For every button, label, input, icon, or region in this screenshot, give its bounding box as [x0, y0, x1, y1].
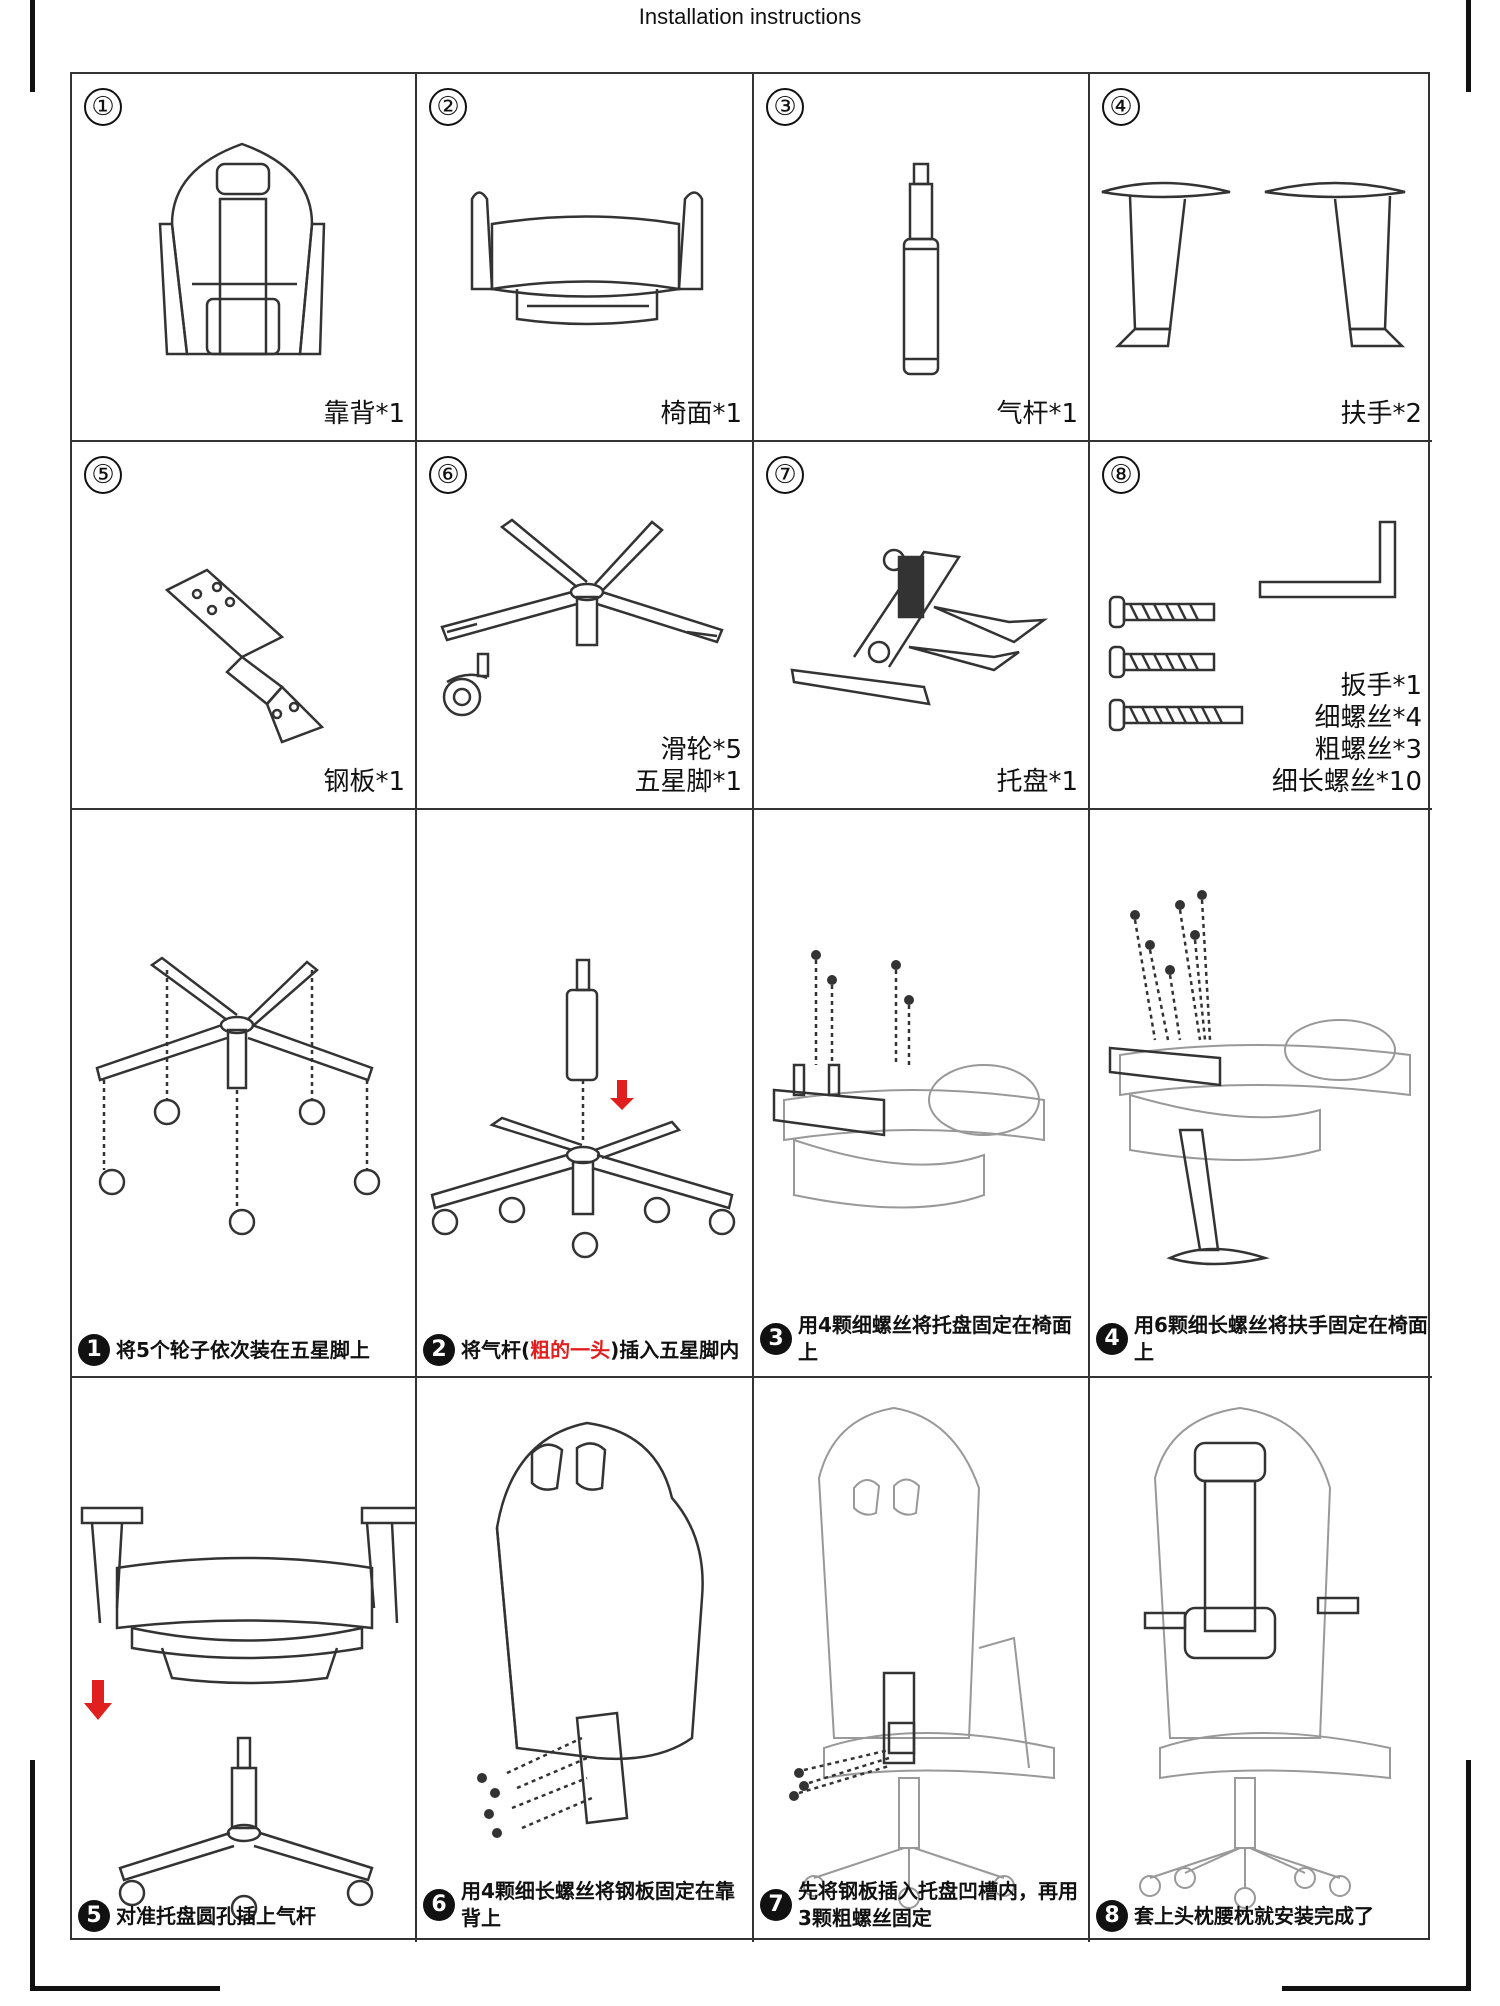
- step-3-illustration: [754, 810, 1090, 1378]
- part-label: 气杆*1: [996, 398, 1078, 430]
- step-text: 用4颗细长螺丝将钢板固定在靠背上: [461, 1878, 748, 1932]
- part-label: 托盘*1: [996, 766, 1078, 798]
- instruction-grid: ① 靠背*1 ② 椅面*1: [70, 72, 1430, 1940]
- part-label: 靠背*1: [323, 398, 405, 430]
- step-badge: 6: [423, 1889, 455, 1921]
- step-cell-6: 6 用4颗细长螺丝将钢板固定在靠背上: [417, 1378, 754, 1942]
- corner-bracket-bottom-right-h: [1282, 1986, 1471, 1991]
- step-text: 将气杆(粗的一头)插入五星脚内: [461, 1337, 739, 1364]
- step-caption: 8 套上头枕腰枕就安装完成了: [1096, 1900, 1428, 1932]
- step-text: 用6颗细长螺丝将扶手固定在椅面上: [1134, 1312, 1428, 1366]
- armrests-illustration: [1090, 74, 1432, 442]
- step-text: 先将钢板插入托盘凹槽内，再用3颗粗螺丝固定: [798, 1878, 1084, 1932]
- step-text: 对准托盘圆孔插上气杆: [116, 1903, 316, 1930]
- step-badge: 7: [760, 1889, 792, 1921]
- part-label: 扶手*2: [1340, 398, 1422, 430]
- step-caption: 1 将5个轮子依次装在五星脚上: [78, 1334, 411, 1366]
- step-badge: 2: [423, 1334, 455, 1366]
- part-cell-backrest: ① 靠背*1: [72, 74, 417, 442]
- step-5-illustration: [72, 1378, 417, 1942]
- steel-plate-illustration: [72, 442, 417, 810]
- red-arrow-icon: [84, 1680, 112, 1720]
- step-cell-1: 1 将5个轮子依次装在五星脚上: [72, 810, 417, 1378]
- step-caption: 6 用4颗细长螺丝将钢板固定在靠背上: [423, 1878, 748, 1932]
- part-label: 椅面*1: [660, 398, 742, 430]
- step-cell-5: 5 对准托盘圆孔插上气杆: [72, 1378, 417, 1942]
- step-badge: 5: [78, 1900, 110, 1932]
- step-7-illustration: [754, 1378, 1090, 1942]
- red-arrow-icon: [610, 1080, 634, 1110]
- part-cell-mechanism: ⑦ 托盘*1: [754, 442, 1090, 810]
- corner-bracket-bottom-left: [30, 1760, 35, 1990]
- step-cell-7: 7 先将钢板插入托盘凹槽内，再用3颗粗螺丝固定: [754, 1378, 1090, 1942]
- step-1-illustration: [72, 810, 417, 1378]
- step-8-illustration: [1090, 1378, 1432, 1942]
- corner-bracket-bottom-left-h: [30, 1986, 220, 1991]
- step-caption: 4 用6颗细长螺丝将扶手固定在椅面上: [1096, 1312, 1428, 1366]
- step-text: 套上头枕腰枕就安装完成了: [1134, 1903, 1374, 1930]
- step-4-illustration: [1090, 810, 1432, 1378]
- step-text: 将5个轮子依次装在五星脚上: [116, 1337, 370, 1364]
- step-caption: 2 将气杆(粗的一头)插入五星脚内: [423, 1334, 748, 1366]
- part-cell-gas-lift: ③ 气杆*1: [754, 74, 1090, 442]
- part-cell-seat: ② 椅面*1: [417, 74, 754, 442]
- step-cell-2: 2 将气杆(粗的一头)插入五星脚内: [417, 810, 754, 1378]
- step-caption: 7 先将钢板插入托盘凹槽内，再用3颗粗螺丝固定: [760, 1878, 1084, 1932]
- step-caption: 3 用4颗细螺丝将托盘固定在椅面上: [760, 1312, 1084, 1366]
- gas-lift-illustration: [754, 74, 1090, 442]
- corner-bracket-bottom-right: [1466, 1760, 1471, 1990]
- step-badge: 1: [78, 1334, 110, 1366]
- page-title: Installation instructions: [0, 4, 1500, 30]
- backrest-illustration: [72, 74, 417, 442]
- step-cell-4: 4 用6颗细长螺丝将扶手固定在椅面上: [1090, 810, 1432, 1378]
- mechanism-illustration: [754, 442, 1090, 810]
- seat-illustration: [417, 74, 754, 442]
- step-badge: 4: [1096, 1323, 1128, 1355]
- step-caption: 5 对准托盘圆孔插上气杆: [78, 1900, 411, 1932]
- step-2-illustration: [417, 810, 754, 1378]
- part-label: 钢板*1: [323, 766, 405, 798]
- step-cell-3: 3 用4颗细螺丝将托盘固定在椅面上: [754, 810, 1090, 1378]
- step-badge: 8: [1096, 1900, 1128, 1932]
- part-cell-steel-plate: ⑤ 钢板*1: [72, 442, 417, 810]
- part-cell-armrests: ④ 扶手*2: [1090, 74, 1432, 442]
- step-6-illustration: [417, 1378, 754, 1942]
- step-text: 用4颗细螺丝将托盘固定在椅面上: [798, 1312, 1084, 1366]
- step-badge: 3: [760, 1323, 792, 1355]
- step-cell-8: 8 套上头枕腰枕就安装完成了: [1090, 1378, 1432, 1942]
